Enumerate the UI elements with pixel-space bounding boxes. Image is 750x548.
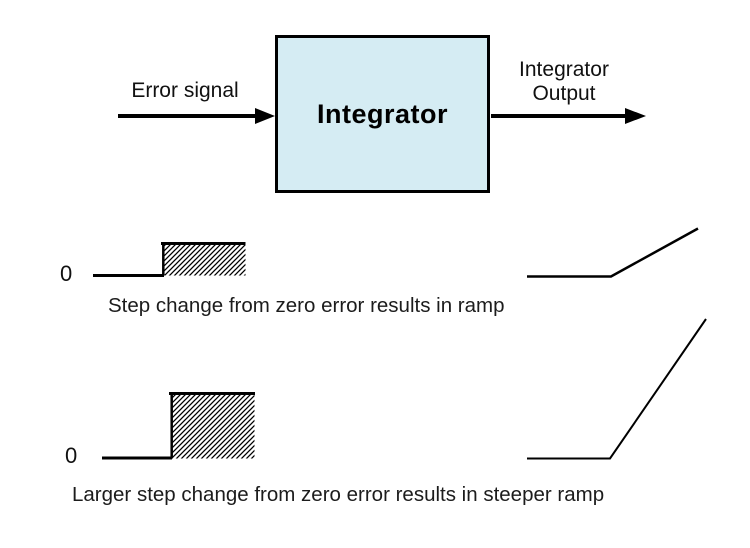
caption-small-step: Step change from zero error results in r…: [108, 294, 505, 317]
zero-axis-label-small-step: 0: [60, 261, 73, 286]
step-signal-large: [102, 392, 255, 460]
integrator-output-label-line1: Integrator: [519, 58, 609, 81]
input-arrow: [118, 108, 275, 124]
integrator-block-label: Integrator: [316, 98, 448, 129]
integrator-output-label: Integrator Output: [503, 58, 625, 106]
output-arrow: [491, 108, 646, 124]
caption-large-step: Larger step change from zero error resul…: [72, 483, 605, 506]
integrator-block: Integrator: [275, 35, 490, 193]
zero-axis-label-large-step: 0: [65, 443, 78, 468]
step-signal-small: [93, 242, 246, 277]
ramp-output-small: [527, 227, 699, 278]
ramp-output-large: [527, 318, 707, 460]
integrator-output-label-line2: Output: [532, 82, 596, 106]
error-signal-label: Error signal: [131, 79, 239, 102]
